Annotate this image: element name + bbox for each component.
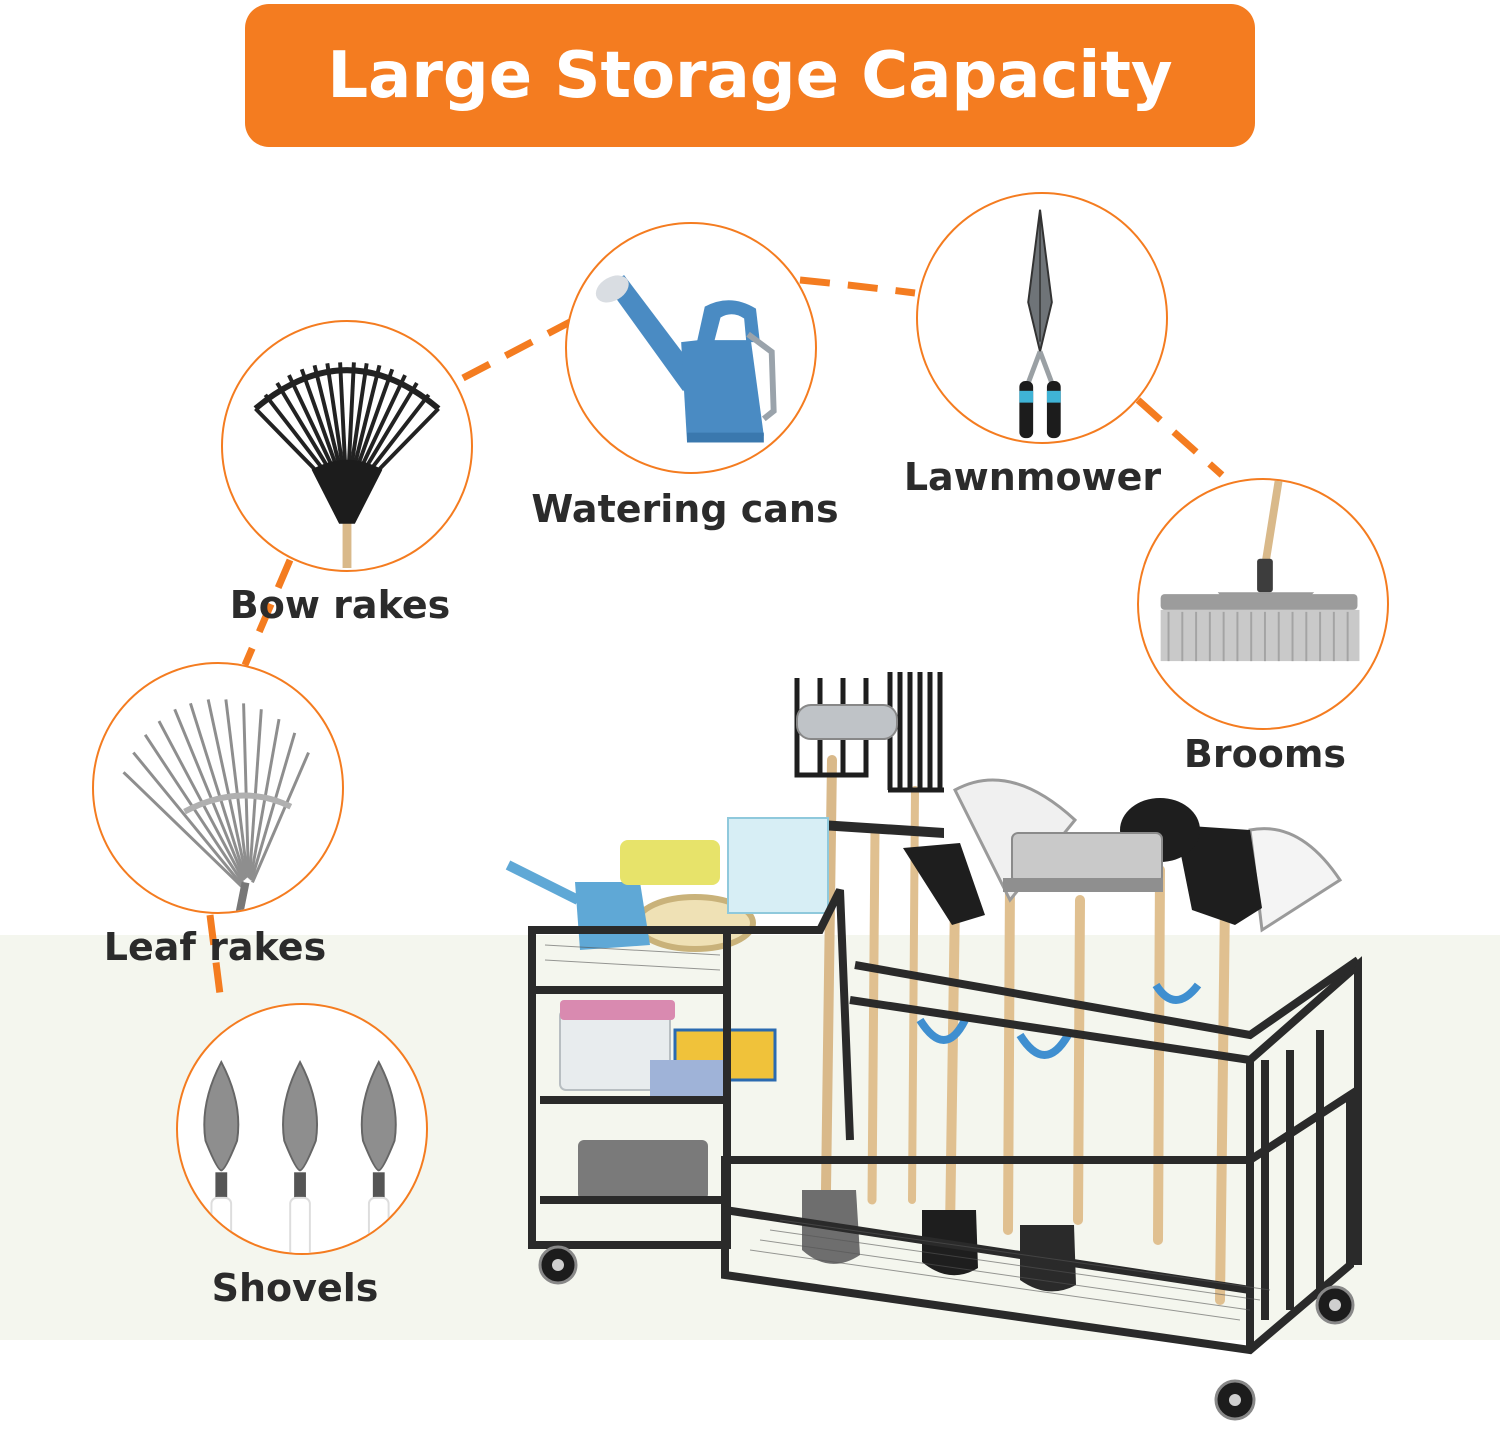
broom-circle — [1137, 478, 1389, 730]
lawnmower-circle — [916, 192, 1168, 444]
shovel-circle — [176, 1003, 428, 1255]
watering-cans-label: Watering cans — [531, 487, 839, 531]
bow-rakes-label: Bow rakes — [229, 583, 451, 627]
trowel-icon — [203, 1059, 397, 1253]
leaf-rake-circle — [92, 662, 344, 914]
watering-can-icon — [595, 275, 777, 443]
shovels-label: Shovels — [211, 1266, 379, 1310]
lawnmower-label: Lawnmower — [903, 455, 1162, 499]
bow-rake-icon — [253, 362, 441, 569]
title-banner: Large Storage Capacity — [245, 4, 1255, 147]
bow-rake-circle — [221, 320, 473, 572]
hedge-shears-icon — [1019, 209, 1061, 439]
brooms-label: Brooms — [1183, 732, 1347, 776]
banner-title: Large Storage Capacity — [327, 38, 1173, 113]
leaf-rake-icon — [122, 699, 310, 912]
watering-can-circle — [565, 222, 817, 474]
broom-icon — [1160, 480, 1360, 662]
leaf-rakes-label: Leaf rakes — [103, 925, 327, 969]
